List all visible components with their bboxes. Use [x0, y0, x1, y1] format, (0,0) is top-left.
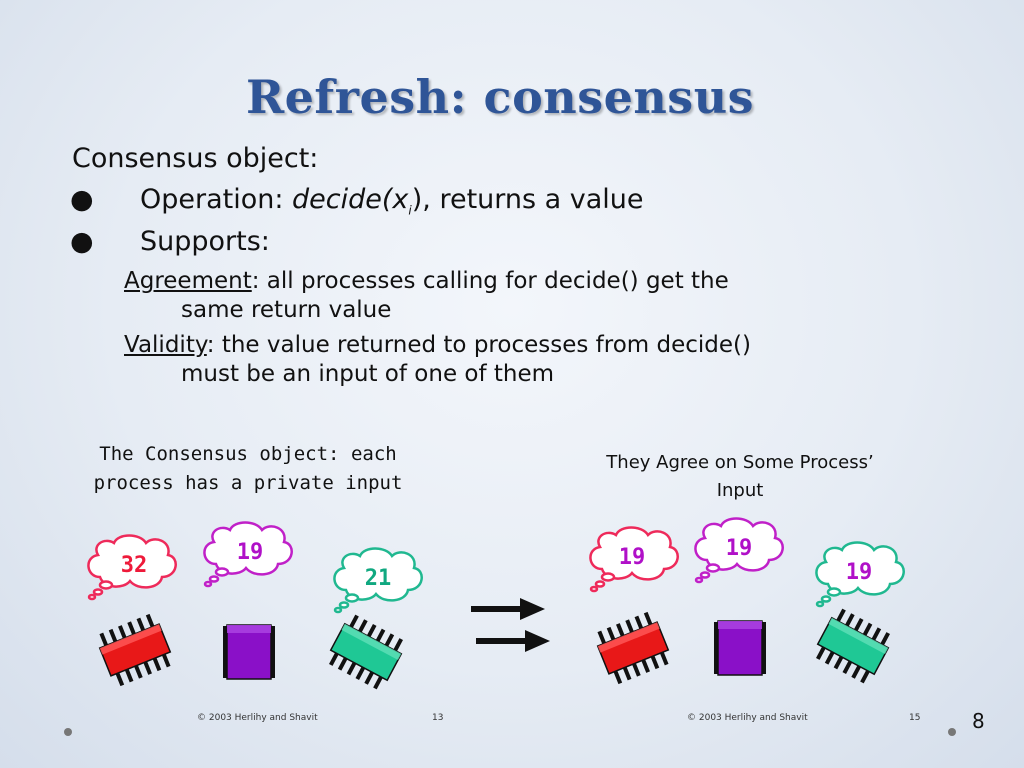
agreement-term: Agreement: [124, 268, 252, 294]
thought-bubble-icon: [694, 517, 784, 584]
validity-line: Validity: the value returned to processe…: [124, 332, 751, 358]
chip-icon: [714, 620, 766, 676]
validity-rest: : the value returned to processes from d…: [206, 332, 751, 358]
agreement-line: Agreement: all processes calling for dec…: [124, 268, 729, 294]
operation-prefix: Operation:: [140, 184, 293, 215]
chip-icon: [98, 613, 172, 687]
operation-func: decide(x: [292, 184, 409, 215]
bubble-value: 21: [365, 566, 392, 591]
right-caption: They Agree on Some Process’ Input: [540, 449, 940, 505]
corner-dot-icon: [64, 728, 72, 736]
thought-bubble-icon: [203, 521, 293, 588]
page-number: 8: [972, 709, 985, 733]
bubble-value: 32: [121, 553, 148, 578]
chip-icon: [329, 614, 403, 690]
bubble-value: 19: [619, 545, 646, 570]
left-caption: The Consensus object: each process has a…: [48, 440, 448, 498]
bullet-icon: ●: [70, 184, 94, 215]
thought-bubble-icon: [333, 547, 423, 614]
right-caption-line2: Input: [716, 480, 764, 501]
left-footer-page: 13: [432, 713, 444, 723]
bubble-value: 19: [237, 540, 264, 565]
agreement-rest: : all processes calling for decide() get…: [251, 268, 729, 294]
operation-line: Operation: decide(xi), returns a value: [140, 184, 644, 217]
left-caption-line2: process has a private input: [93, 472, 403, 494]
bubble-value: 19: [846, 560, 873, 585]
right-caption-line1: They Agree on Some Process’: [606, 452, 874, 473]
thought-bubble-icon: [87, 534, 177, 601]
right-footer-copyright: © 2003 Herlihy and Shavit: [687, 713, 808, 723]
supports-line: Supports:: [140, 226, 270, 257]
thought-bubble-icon: [815, 541, 905, 608]
thought-bubble-icon: [589, 526, 679, 593]
slide-title: Refresh: consensus: [245, 70, 755, 124]
double-arrow-icon: [471, 598, 550, 652]
bubble-value: 19: [726, 536, 753, 561]
chip-icon: [596, 611, 670, 685]
corner-dot-icon: [948, 728, 956, 736]
validity-cont: must be an input of one of them: [181, 361, 555, 387]
agreement-cont: same return value: [181, 297, 392, 323]
operation-suffix: ), returns a value: [411, 184, 644, 215]
chip-icon: [223, 624, 275, 680]
left-footer-copyright: © 2003 Herlihy and Shavit: [197, 713, 318, 723]
left-caption-line1: The Consensus object: each: [99, 443, 397, 465]
validity-term: Validity: [124, 332, 207, 358]
bullet-icon: ●: [70, 226, 94, 257]
operation-subscript: i: [408, 203, 412, 218]
chip-icon: [816, 608, 890, 684]
intro-line: Consensus object:: [72, 143, 319, 174]
right-footer-page: 15: [909, 713, 921, 723]
